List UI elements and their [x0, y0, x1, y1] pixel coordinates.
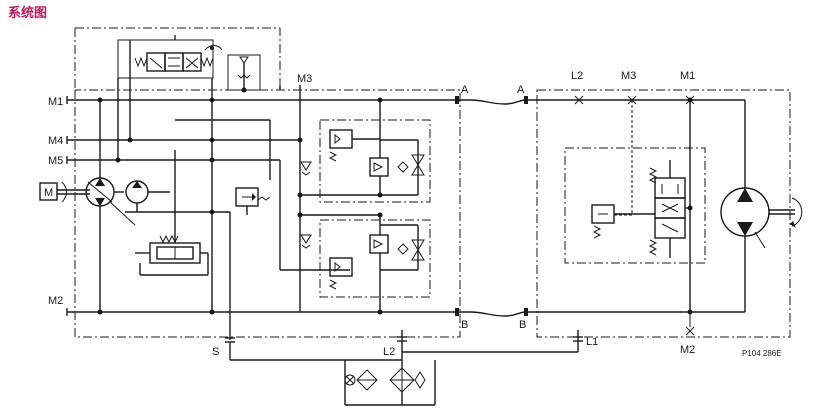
check-valve-1: [300, 161, 312, 176]
label-a-pump: A: [461, 84, 469, 96]
reference-code: P104 286E: [742, 349, 782, 358]
filter-cooler-assembly: [344, 352, 436, 406]
port-mark-l2-top: [574, 95, 584, 105]
valve-block-upper: [319, 119, 431, 203]
hydraulic-motor-symbol: [720, 187, 803, 249]
label-m3-top: M3: [297, 73, 312, 85]
valve-block-lower: [319, 219, 431, 298]
label-b-motor: B: [519, 319, 526, 331]
flushing-valve-symbol: [591, 160, 690, 258]
label-m1-left: M1: [48, 96, 63, 108]
diagram-title: 系统图: [8, 6, 48, 21]
m3-pilot-line: [612, 100, 633, 216]
label-m2-right: M2: [680, 344, 695, 356]
hose-a: [447, 96, 745, 105]
pump-frame: [74, 89, 461, 338]
control-check-symbol: [227, 54, 261, 91]
label-l2-bottom: L2: [383, 346, 395, 358]
pump-control-frame: [74, 27, 281, 90]
high-pressure-relief-lower: [328, 215, 425, 312]
charge-relief-valve-symbol: [235, 187, 271, 215]
label-m5: M5: [48, 155, 63, 167]
port-mark-m2-right: [685, 312, 695, 336]
label-b-pump: B: [461, 319, 468, 331]
label-l1: L1: [586, 336, 598, 348]
pump-control-valve-symbol: [117, 35, 223, 79]
label-m4: M4: [48, 135, 63, 147]
label-m1-right: M1: [680, 70, 695, 82]
high-pressure-relief-upper: [328, 100, 425, 196]
label-s: S: [212, 346, 219, 358]
label-l2-top: L2: [571, 70, 583, 82]
gauge-line-m5: [66, 156, 280, 164]
main-line-m2: [66, 308, 447, 316]
gauge-line-m4: [66, 136, 300, 144]
flushing-valve-block: [564, 147, 706, 264]
variable-pump-symbol: [85, 100, 136, 312]
label-m2-left: M2: [48, 295, 63, 307]
motor-frame: [536, 89, 791, 338]
junction-dots: [97, 87, 693, 315]
hose-b: [447, 308, 745, 317]
servo-cylinder-symbol: [135, 150, 209, 276]
label-a-motor: A: [517, 84, 525, 96]
motor-m-label: M: [44, 187, 53, 199]
electric-motor-symbol: [39, 181, 90, 203]
label-m3-right: M3: [621, 70, 636, 82]
port-mark-m3-right: [627, 95, 637, 105]
main-line-m1: [66, 96, 447, 104]
charge-pump-symbol: [125, 180, 231, 340]
check-valve-2: [300, 234, 312, 249]
